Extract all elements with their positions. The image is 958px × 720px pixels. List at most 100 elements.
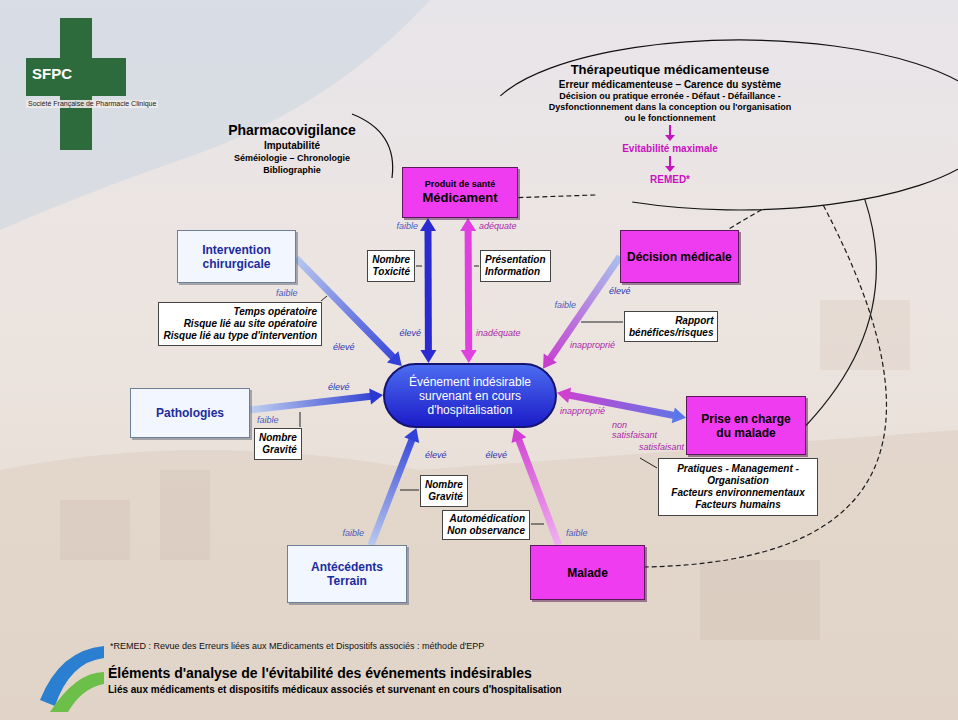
- node-text: Antécédents Terrain: [300, 560, 395, 588]
- footnote: *REMED : Revue des Erreurs liées aux MEd…: [110, 641, 484, 651]
- connector: [250, 389, 383, 411]
- arrow-symbol: [664, 124, 676, 142]
- bracket-arc: [352, 114, 393, 178]
- arrow-head: [557, 387, 571, 403]
- factor-box: Pathologies: [130, 388, 250, 438]
- logo-swoosh: [50, 672, 104, 712]
- leader-line: [416, 266, 422, 267]
- leader-line: [531, 524, 544, 525]
- connector: [543, 257, 620, 369]
- connector: [518, 195, 595, 198]
- edge-qualifier: faible: [257, 415, 279, 425]
- link-line: [727, 210, 762, 230]
- factor-box: Prise en charge du malade: [686, 396, 806, 455]
- criteria-box: Temps opératoireRisque lié au site opéra…: [158, 302, 322, 346]
- node-text: Rapport: [675, 315, 713, 327]
- logo-text: SFPC: [32, 66, 72, 82]
- node-text: Prise en charge du malade: [696, 412, 796, 440]
- note-block: PharmacovigilanceImputabilitéSéméiologie…: [222, 122, 362, 176]
- node-text: Bibliographie: [263, 164, 321, 176]
- sea-area: [0, 0, 430, 230]
- arrow-symbol: [664, 155, 676, 173]
- leader-line: [581, 322, 623, 323]
- node-text: Risque lié au type d'intervention: [163, 330, 317, 342]
- node-text: Séméiologie – Chronologie: [234, 152, 350, 164]
- node-text: Gravité: [428, 491, 462, 503]
- arrow-line: [550, 257, 620, 359]
- leader-line: [321, 296, 327, 301]
- arrow-shaft: [669, 125, 671, 136]
- arrow-head: [461, 350, 477, 363]
- edge-qualifier: non satisfaisant: [612, 420, 657, 440]
- node-text: Décision ou pratique erronée - Défaut - …: [548, 91, 793, 124]
- connector: [460, 218, 477, 363]
- connector: [557, 387, 686, 423]
- edge-qualifier: élevé: [399, 328, 421, 338]
- criteria-box: Pratiques - Management - OrganisationFac…: [658, 458, 818, 516]
- node-text: Risque lié au site opératoire: [184, 318, 317, 330]
- arrow-head: [512, 428, 527, 443]
- link-line: [806, 199, 876, 425]
- building-shape: [820, 300, 910, 370]
- connector: [806, 199, 876, 425]
- logo-cross: [26, 18, 126, 150]
- criteria-box: NombreToxicité: [367, 250, 415, 282]
- node-text: Thérapeutique médicamenteuse: [505, 62, 835, 78]
- connector: [371, 428, 419, 545]
- arrow-head: [543, 354, 557, 369]
- node-text: Produit de santé: [425, 179, 496, 190]
- edge-qualifier: faible: [342, 528, 364, 538]
- edge-qualifier: faible: [566, 528, 588, 538]
- edge-qualifier: élevé: [333, 342, 355, 352]
- node-text: Gravité: [262, 444, 296, 456]
- arrow-symbol: [664, 124, 676, 142]
- arrow-head: [404, 428, 419, 443]
- arrow-shaft: [669, 156, 671, 167]
- edge-qualifier: élevé: [425, 450, 447, 460]
- node-text: Nombre: [425, 479, 463, 491]
- node-text: Facteurs humains: [695, 499, 781, 511]
- node-text: Pratiques - Management - Organisation: [663, 463, 813, 487]
- node-text: Intervention chirurgicale: [184, 243, 289, 271]
- node-text: Malade: [567, 566, 608, 580]
- arrow-symbol: [664, 155, 676, 173]
- connector: [727, 210, 762, 230]
- node-text: Nombre: [259, 432, 297, 444]
- factor-box: Intervention chirurgicale: [177, 230, 296, 283]
- node-text: Médicament: [422, 190, 497, 206]
- node-text: Non observance: [447, 525, 525, 537]
- node-text: Information: [485, 266, 540, 278]
- building-shape: [60, 500, 130, 560]
- criteria-box: NombreGravité: [420, 475, 468, 507]
- caption: Liés aux médicaments et dispositifs médi…: [108, 684, 562, 696]
- arrow-head: [420, 350, 436, 363]
- arrow-line: [371, 439, 412, 545]
- node-text: Erreur médicamenteuse – Carence du systè…: [505, 78, 835, 91]
- building-shape: [160, 470, 210, 560]
- edge-qualifier: élevé: [328, 382, 350, 392]
- event-pill: Événement indésirable survenant en cours…: [383, 363, 557, 428]
- criteria-box: PrésentationInformation: [480, 250, 551, 282]
- node-text: Événement indésirable survenant en cours…: [395, 375, 545, 417]
- node-text: Toxicité: [373, 266, 410, 278]
- ellipse-arc: [500, 40, 958, 210]
- edge-qualifier: élevé: [609, 286, 631, 296]
- criteria-box: Rapportbénéfices/risques: [624, 311, 718, 342]
- arrow-head: [369, 389, 383, 405]
- arrow-head: [665, 135, 675, 141]
- factor-box: Produit de santéMédicament: [402, 167, 518, 218]
- edge-qualifier: inapproprié: [560, 406, 605, 416]
- edge-qualifier: faible: [396, 221, 418, 231]
- factor-box: Malade: [530, 545, 645, 600]
- node-text: Nombre: [372, 254, 410, 266]
- ellipse-region: Thérapeutique médicamenteuseErreur médic…: [485, 40, 958, 210]
- node-text: Pathologies: [156, 406, 224, 420]
- node-text: Evitabilité maximale: [505, 142, 835, 155]
- arrow-head: [665, 166, 675, 172]
- arrow-line: [465, 230, 473, 351]
- node-text: Décision médicale: [627, 250, 732, 264]
- node-text: Temps opératoire: [233, 306, 317, 318]
- leader-line: [400, 490, 419, 491]
